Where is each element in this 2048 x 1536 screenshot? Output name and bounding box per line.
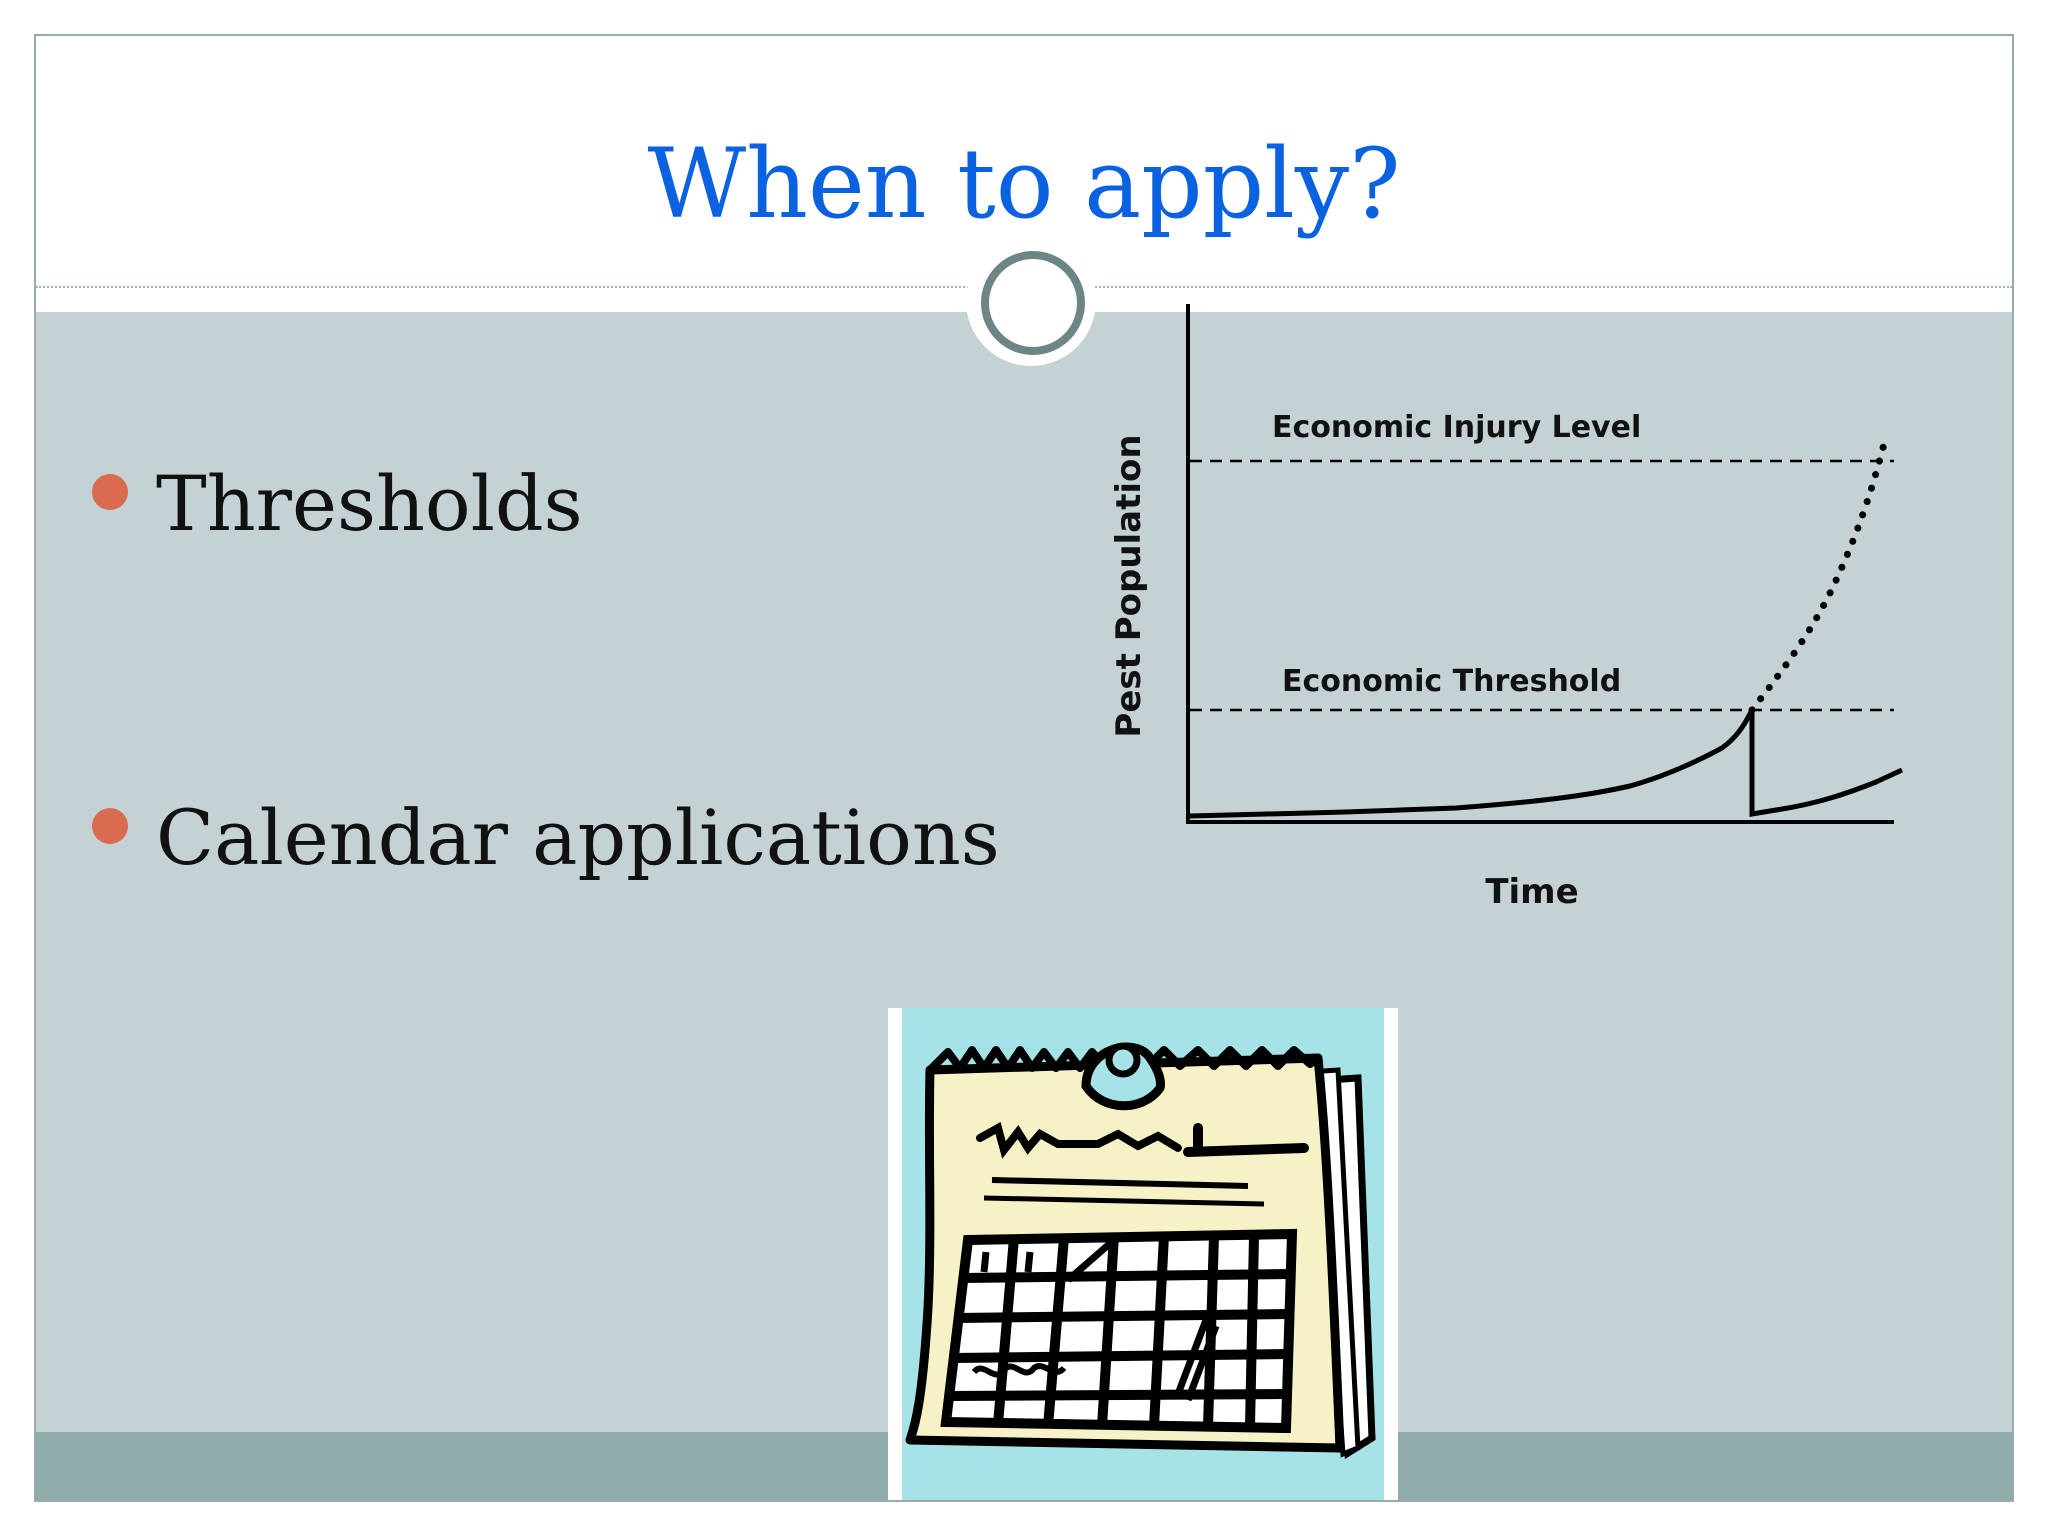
bullet-item-calendar: Calendar applications [92,800,1000,876]
bullet-item-thresholds: Thresholds [92,466,1000,542]
bullet-dot-icon [92,474,128,510]
bullet-label: Thresholds [156,459,583,548]
bullet-list: Thresholds Calendar applications [92,466,1000,876]
bullet-dot-icon [92,808,128,844]
economic-injury-level-label: Economic Injury Level [1272,410,1641,445]
x-axis-label: Time [1485,872,1578,912]
slide: When to apply? Thresholds Calendar appli… [34,34,2014,1502]
economic-threshold-label: Economic Threshold [1282,664,1621,699]
threshold-chart-svg: Economic Injury Level Economic Threshold… [1109,304,1904,912]
threshold-chart: Economic Injury Level Economic Threshold… [1076,286,1956,946]
slide-title: When to apply? [647,128,1401,240]
population-curve [1190,712,1730,816]
calendar-clipart-icon [888,1008,1398,1500]
population-curve-uncontrolled [1748,432,1890,714]
ring-ornament-icon [966,236,1096,366]
bullet-label: Calendar applications [156,793,1000,882]
y-axis-label: Pest Population [1109,434,1149,737]
population-curve-controlled [1189,708,1904,819]
calendar-clipart-svg [902,1008,1384,1500]
